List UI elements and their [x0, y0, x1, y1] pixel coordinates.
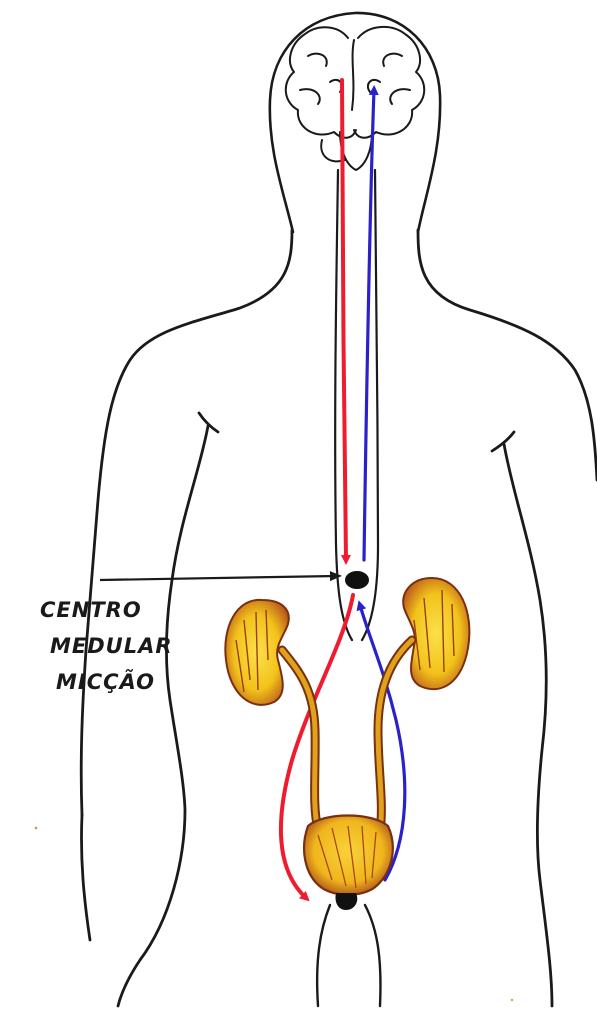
pelvis-outline — [317, 905, 380, 1006]
label-line-3: MICÇÃO — [32, 664, 173, 700]
spinal-center-marker-icon — [345, 571, 369, 589]
label-line-1: CENTRO — [32, 592, 173, 628]
brain-icon — [286, 27, 424, 170]
pointer-arrow — [100, 576, 336, 580]
speck — [35, 827, 514, 1002]
label-line-2: MEDULAR — [32, 628, 173, 664]
right-kidney — [403, 578, 469, 689]
head-outline — [270, 13, 440, 232]
spinal-center-label: CENTRO MEDULAR MICÇÃO — [32, 592, 173, 700]
bladder — [304, 816, 393, 911]
